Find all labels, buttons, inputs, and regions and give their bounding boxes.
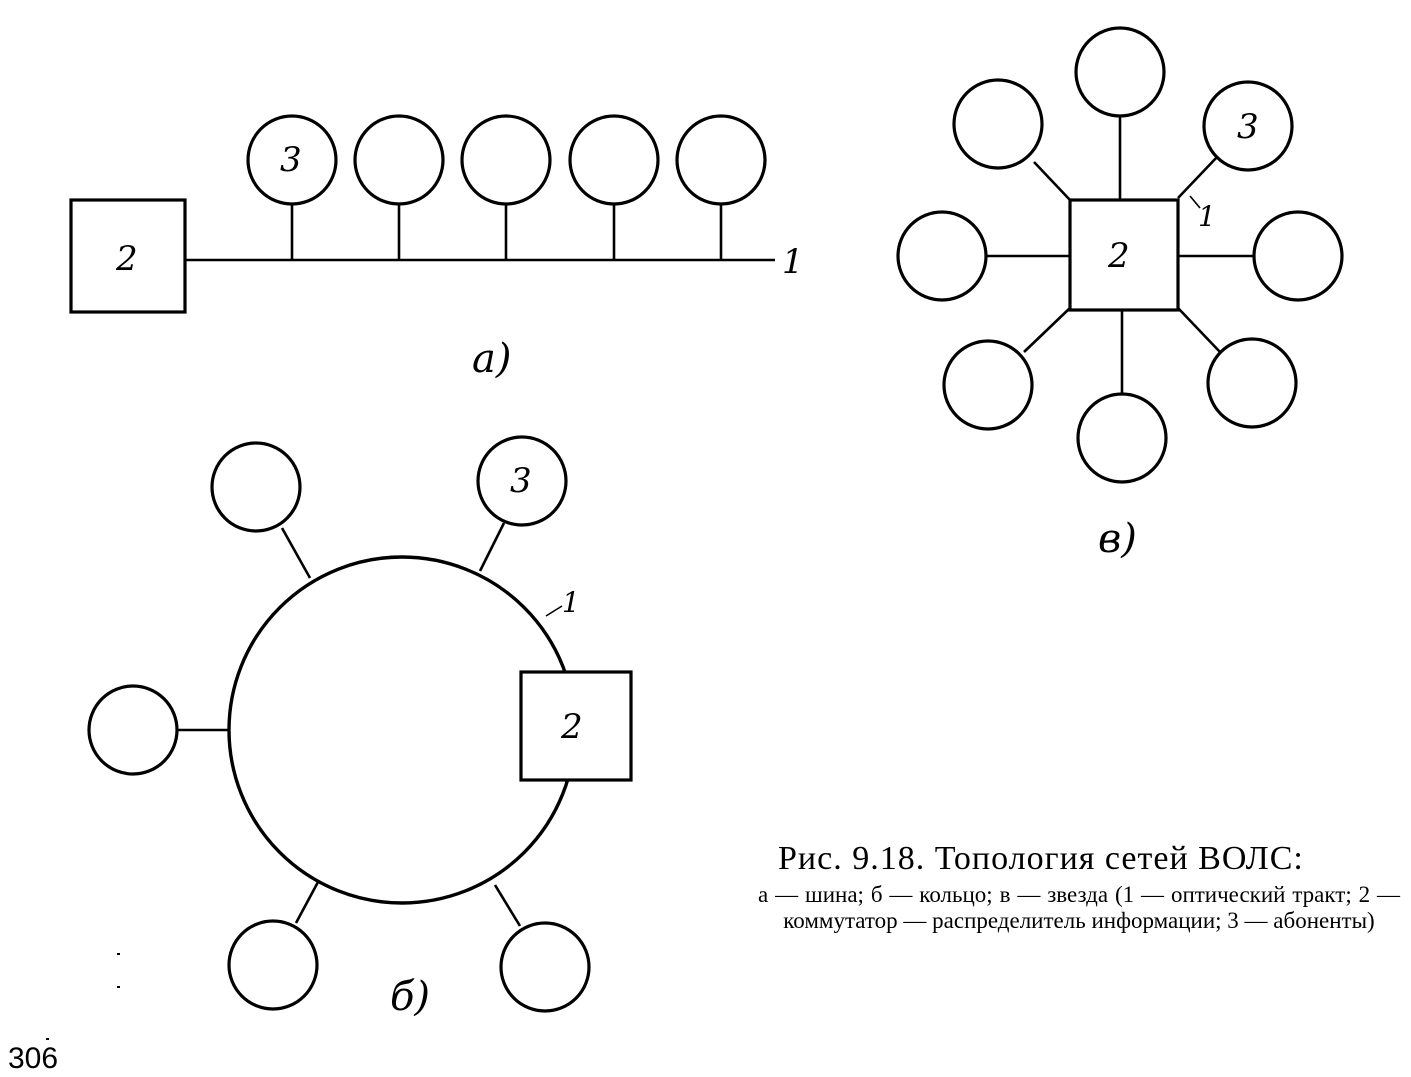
scan-specks — [46, 953, 120, 1040]
star-topology: 2 3 1 в) — [896, 26, 1344, 562]
bus-trunk-label: 1 — [782, 242, 804, 282]
bus-subscriber-1 — [246, 114, 338, 206]
ring-trunk-leader — [545, 605, 563, 617]
ring-switch-label: 2 — [560, 707, 583, 747]
ring-link-nw — [280, 527, 312, 579]
star-trunk-leader — [1189, 195, 1201, 209]
star-link-se — [1177, 307, 1221, 353]
star-link-ne — [1177, 155, 1219, 199]
bus-subfigure-label: a) — [472, 336, 511, 382]
star-trunk-label: 1 — [1198, 200, 1216, 233]
bus-subscriber-4 — [568, 114, 660, 206]
ring-subscriber-nw — [210, 441, 302, 533]
bus-switch-box — [69, 198, 187, 314]
page-number: 306 — [8, 1042, 59, 1075]
ring-topology: 2 3 1 б) — [87, 435, 633, 1020]
star-switch-label: 2 — [1107, 236, 1130, 276]
bus-topology: 2 3 1 a) — [69, 114, 804, 382]
bus-subscriber-5 — [675, 114, 767, 206]
bus-switch-label: 2 — [115, 239, 138, 279]
ring-subscriber-label: 3 — [510, 461, 532, 501]
caption-text: а — шина; б — кольцо; в — звезда (1 — оп… — [758, 882, 1400, 933]
caption-title: Рис. 9.18. Топология сетей ВОЛС: — [778, 840, 1304, 877]
star-subscriber-nw — [952, 78, 1044, 170]
star-subscriber-n — [1074, 26, 1166, 118]
ring-subfigure-label: б) — [390, 974, 430, 1020]
ring-link-ne — [478, 522, 506, 572]
ring-subscriber-w — [87, 684, 179, 776]
ring-subscriber-se — [499, 921, 591, 1013]
ring-subscriber-ne — [476, 435, 568, 527]
ring-subscriber-sw — [227, 919, 319, 1011]
star-subscriber-label: 3 — [1237, 107, 1259, 147]
star-subscriber-ne — [1202, 80, 1294, 172]
star-link-sw — [1023, 307, 1071, 353]
star-link-nw — [1033, 161, 1071, 201]
bus-subscriber-2 — [353, 114, 445, 206]
figure-caption: Рис. 9.18. Топология сетей ВОЛС: а — шин… — [750, 840, 1400, 934]
ring-switch-box — [519, 670, 633, 782]
ring-link-sw — [294, 881, 320, 924]
ring-link-se — [493, 884, 522, 927]
ring-trunk-label: 1 — [562, 586, 580, 619]
star-subscriber-e — [1252, 210, 1344, 302]
star-subscriber-w — [896, 210, 988, 302]
star-switch-box — [1068, 198, 1180, 312]
star-subscriber-se — [1206, 337, 1298, 429]
star-subfigure-label: в) — [1098, 516, 1137, 562]
star-subscriber-s — [1076, 392, 1168, 484]
star-subscriber-sw — [942, 339, 1034, 431]
bus-subscriber-label: 3 — [280, 140, 302, 180]
bus-subscriber-3 — [460, 114, 552, 206]
